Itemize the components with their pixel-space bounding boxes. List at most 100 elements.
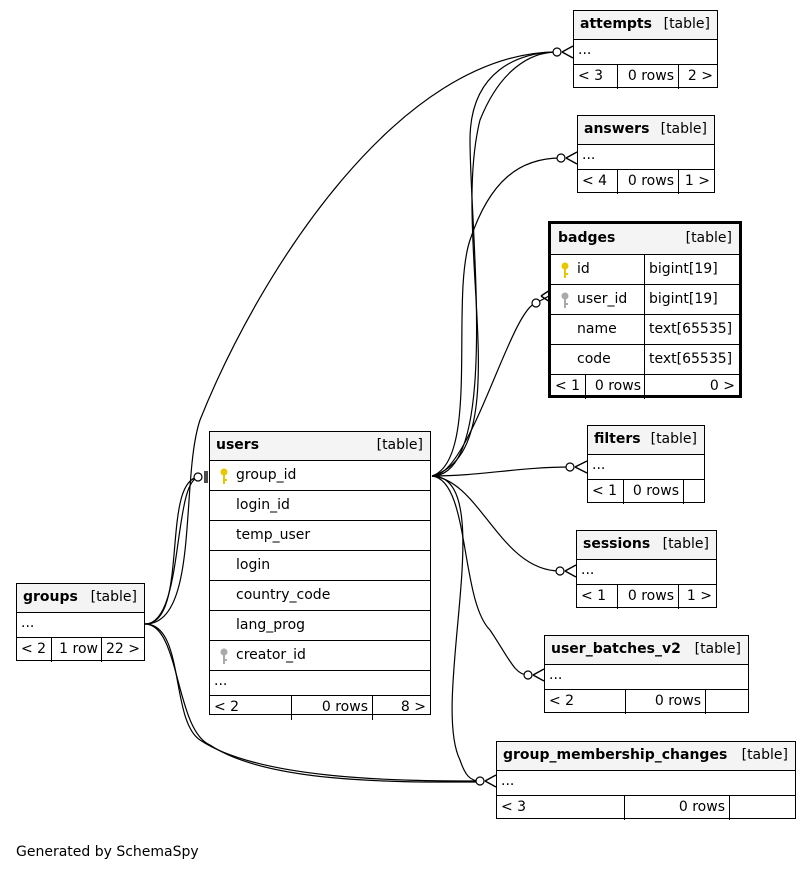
crow-foot <box>565 151 578 165</box>
edge-end-circle <box>552 47 562 57</box>
primary-key-icon <box>561 262 569 278</box>
table-tag: [table] <box>90 589 137 605</box>
primary-key-icon <box>220 468 228 484</box>
parents-count: < 1 <box>592 483 618 499</box>
table-footer: < 2 0 rows <box>545 690 748 714</box>
ellipsis-row: ... <box>545 665 748 690</box>
table-footer: < 1 0 rows 0 > <box>551 375 739 399</box>
edge-end-circle <box>531 298 541 308</box>
row-count: 0 rows <box>632 483 679 499</box>
ellipsis-text: ... <box>581 562 595 578</box>
column-name: lang_prog <box>236 617 306 633</box>
edge-groups-gmc-2 <box>144 623 481 783</box>
table-tag: [table] <box>694 641 741 657</box>
edge-users-filters <box>431 466 571 477</box>
table-name: group_membership_changes <box>503 747 728 763</box>
edge-end-circle <box>565 462 575 472</box>
edge-users-gmc <box>431 475 481 782</box>
ellipsis-text: ... <box>582 147 596 163</box>
table-groups[interactable]: groups [table] ... < 2 1 row 22 > <box>16 583 145 662</box>
table-user-batches-v2[interactable]: user_batches_v2 [table] ... < 2 0 rows <box>544 635 749 714</box>
column-name: country_code <box>236 587 331 603</box>
ellipsis-row: ... <box>578 145 714 170</box>
edge-end-circle <box>556 153 566 163</box>
table-footer: < 3 0 rows 2 > <box>574 65 717 89</box>
parents-count: < 1 <box>555 378 581 394</box>
column-type: bigint[19] <box>644 285 739 314</box>
table-name: users <box>216 437 260 453</box>
edge-end-circle <box>193 472 203 482</box>
edge-groups-attempts <box>144 51 558 625</box>
children-count: 22 > <box>106 641 140 657</box>
table-answers[interactable]: answers [table] ... < 4 0 rows 1 > <box>577 115 715 194</box>
crow-foot <box>532 668 545 682</box>
parents-count: < 4 <box>582 173 608 189</box>
parents-count: < 3 <box>501 799 527 815</box>
row-count: 0 rows <box>654 693 701 709</box>
table-name: attempts <box>580 16 652 32</box>
table-name: filters <box>594 431 641 447</box>
table-tag: [table] <box>662 536 709 552</box>
children-count: 1 > <box>686 588 712 604</box>
column-row: creator_id <box>210 641 430 671</box>
table-header: sessions [table] <box>577 531 716 560</box>
foreign-key-icon <box>220 648 228 664</box>
table-tag: [table] <box>663 16 710 32</box>
edge-users-badges <box>431 295 550 477</box>
ellipsis-row: ... <box>17 613 144 638</box>
table-header: users [table] <box>210 432 430 461</box>
ellipsis-text: ... <box>578 42 592 58</box>
column-name: name <box>577 321 617 337</box>
edge-users-attempts-2 <box>431 51 558 477</box>
column-row: name text[65535] <box>551 315 739 345</box>
column-row: code text[65535] <box>551 345 739 375</box>
parents-count: < 2 <box>214 699 240 715</box>
table-footer: < 4 0 rows 1 > <box>578 170 714 194</box>
edge-users-answers <box>431 157 562 477</box>
row-count: 0 rows <box>627 173 674 189</box>
table-attempts[interactable]: attempts [table] ... < 3 0 rows 2 > <box>573 10 718 89</box>
table-users[interactable]: users [table] group_id login_id temp_use… <box>209 431 431 720</box>
row-count: 0 rows <box>627 68 674 84</box>
row-count: 0 rows <box>627 588 674 604</box>
children-count: 8 > <box>400 699 426 715</box>
table-tag: [table] <box>650 431 697 447</box>
column-name: group_id <box>236 467 297 483</box>
table-tag: [table] <box>660 121 707 137</box>
crow-foot <box>561 45 574 59</box>
table-tag: [table] <box>741 747 788 763</box>
table-badges[interactable]: badges [table] id bigint[19] user_id big… <box>548 221 742 399</box>
column-row: temp_user <box>210 521 430 551</box>
table-group-membership-changes[interactable]: group_membership_changes [table] ... < 3… <box>496 741 796 820</box>
table-footer: < 2 0 rows 8 > <box>210 696 430 720</box>
generated-by-footer: Generated by SchemaSpy <box>16 844 199 860</box>
ellipsis-text: ... <box>21 615 35 631</box>
crow-foot <box>564 564 577 578</box>
edge-users-user-batches <box>431 475 529 676</box>
table-header: groups [table] <box>17 584 144 613</box>
table-header: group_membership_changes [table] <box>497 742 795 771</box>
edge-users-attempts <box>431 51 558 477</box>
column-type: bigint[19] <box>644 255 739 284</box>
ellipsis-text: ... <box>214 673 228 689</box>
foreign-key-icon <box>561 292 569 308</box>
ellipsis-row: ... <box>577 560 716 585</box>
column-name: user_id <box>577 291 628 307</box>
column-row: country_code <box>210 581 430 611</box>
table-header: user_batches_v2 [table] <box>545 636 748 665</box>
crow-foot <box>574 460 588 474</box>
edge-end-circle <box>475 776 485 786</box>
ellipsis-row: ... <box>574 40 717 65</box>
column-name: login <box>236 557 271 573</box>
crow-foot <box>484 774 497 788</box>
table-footer: < 3 0 rows <box>497 796 795 820</box>
table-header: attempts [table] <box>574 11 717 40</box>
table-sessions[interactable]: sessions [table] ... < 1 0 rows 1 > <box>576 530 717 609</box>
column-name: temp_user <box>236 527 311 543</box>
parents-count: < 2 <box>549 693 575 709</box>
column-row: login <box>210 551 430 581</box>
edge-groups-users <box>144 476 201 625</box>
row-count: 0 rows <box>678 799 725 815</box>
table-footer: < 1 0 rows 1 > <box>577 585 716 609</box>
table-filters[interactable]: filters [table] ... < 1 0 rows <box>587 425 705 504</box>
